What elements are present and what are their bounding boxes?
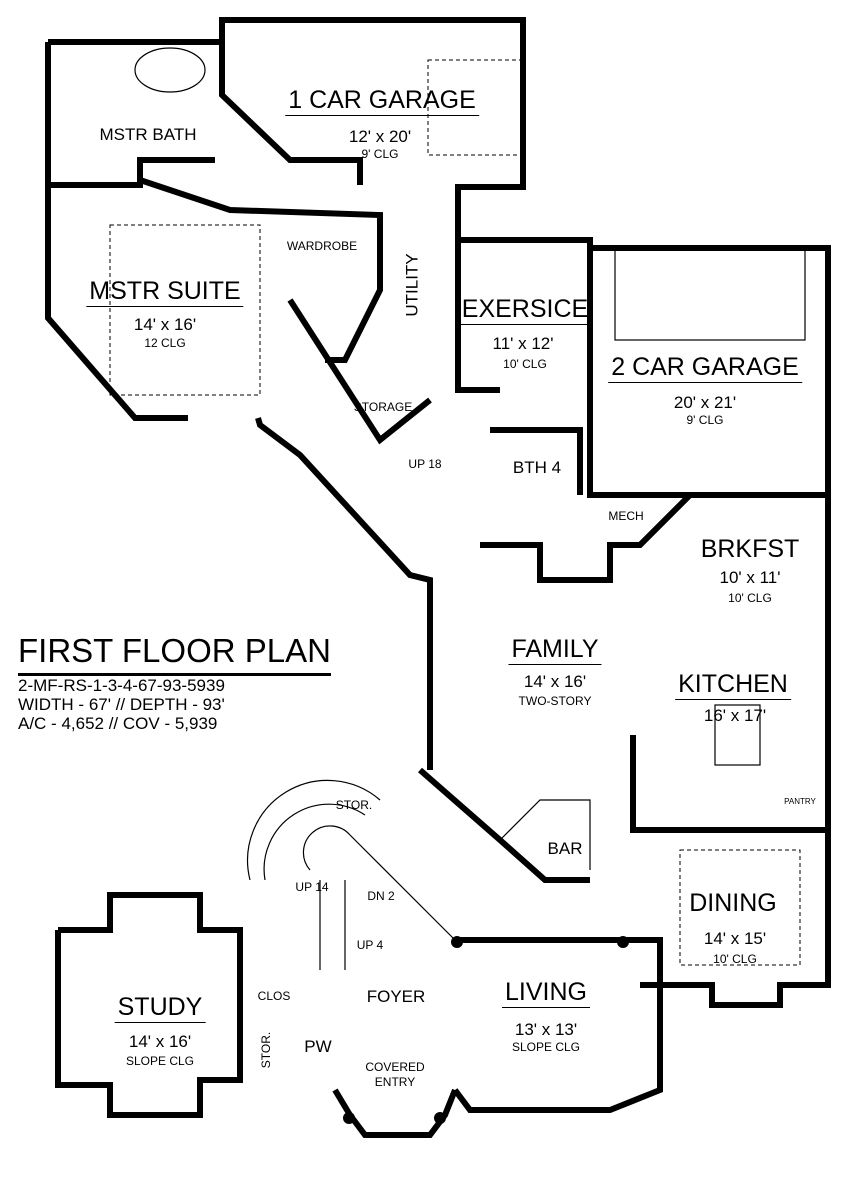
room-name-pw: PW — [304, 1037, 332, 1056]
room-name-living: LIVING — [502, 980, 590, 1008]
room-name-covered-entry: COVERED — [365, 1060, 425, 1074]
room-ceiling-mstr-suite: 12 CLG — [144, 336, 186, 350]
suite-bath-wall — [48, 157, 215, 188]
room-name-pw-storage: STOR. — [259, 1031, 273, 1069]
bathtub — [134, 47, 206, 93]
garage1-wall — [219, 42, 363, 185]
room-size-study: 14' x 16' — [128, 1032, 192, 1051]
plan-dimensions: WIDTH - 67' // DEPTH - 93' — [18, 695, 225, 714]
exterior-wall-east — [640, 820, 831, 1008]
room-size-brkfst: 10' x 11' — [719, 568, 781, 587]
entry-walls — [332, 1088, 458, 1138]
room-ceiling-living: SLOPE CLG — [511, 1040, 581, 1054]
room-size-family: 14' x 16' — [523, 672, 587, 691]
dining-ceiling — [679, 849, 801, 966]
room-name-clos: CLOS — [257, 989, 291, 1003]
column — [434, 1112, 446, 1124]
room-name-dining: DINING — [689, 889, 777, 917]
room-name-covered-entry-line2: ENTRY — [374, 1075, 416, 1089]
room-size-garage1: 12' x 20' — [348, 127, 412, 146]
room-size-dining: 14' x 15' — [703, 929, 767, 948]
stair-wall — [480, 492, 693, 583]
room-name-kitchen: KITCHEN — [675, 672, 791, 700]
room-name-family: FAMILY — [508, 637, 602, 665]
bath4-wall — [490, 427, 583, 495]
garage2-door-opening — [614, 249, 806, 341]
room-ceiling-study: SLOPE CLG — [125, 1054, 195, 1068]
room-name-utility: UTILITY — [402, 253, 422, 317]
room-name-mstr-bath: MSTR BATH — [99, 125, 197, 144]
room-ceiling-dining: 10' CLG — [713, 952, 757, 966]
storage-wall — [287, 298, 432, 445]
wardrobe-wall — [139, 177, 383, 363]
room-name-mstr-suite: MSTR SUITE — [86, 279, 244, 307]
stair-up-4: UP 4 — [356, 938, 384, 952]
room-size-mstr-suite: 14' x 16' — [133, 315, 197, 334]
exterior-wall-center — [255, 417, 433, 770]
exercise-wall — [455, 240, 500, 393]
room-ceiling-garage1: 9' CLG — [361, 147, 399, 161]
stair-up-18: UP 18 — [408, 457, 442, 471]
room-size-kitchen: 16' x 17' — [703, 706, 767, 725]
stair-dn-2: DN 2 — [367, 889, 395, 903]
room-name-garage1: 1 CAR GARAGE — [285, 88, 479, 116]
room-name-brkfst: BRKFST — [700, 535, 800, 563]
column — [617, 936, 629, 948]
room-name-study: STUDY — [114, 995, 206, 1023]
column — [451, 936, 463, 948]
garage1-car-outline — [427, 59, 524, 156]
spiral-stair — [246, 779, 381, 881]
room-name-wardrobe: WARDROBE — [286, 239, 358, 253]
exterior-wall-north — [48, 17, 831, 820]
room-name-exercise: EXERSICE — [458, 297, 592, 325]
room-size-exercise: 11' x 12' — [492, 334, 554, 353]
exterior-wall-west — [45, 42, 188, 421]
garage2-wall — [587, 248, 828, 498]
room-ceiling-exercise: 10' CLG — [503, 357, 547, 371]
room-name-storage: STORAGE — [353, 400, 413, 414]
plan-number: 2-MF-RS-1-3-4-67-93-5939 — [18, 676, 225, 695]
room-name-garage2: 2 CAR GARAGE — [608, 355, 802, 383]
room-name-stair-storage: STOR. — [335, 798, 373, 812]
plan-area: A/C - 4,652 // COV - 5,939 — [18, 714, 218, 733]
room-name-foyer: FOYER — [366, 987, 426, 1006]
room-size-garage2: 20' x 21' — [673, 393, 737, 412]
room-name-mech: MECH — [608, 509, 644, 523]
room-name-bar: BAR — [547, 839, 583, 858]
mstr-suite-ceiling — [109, 224, 261, 396]
kitchen-island — [714, 704, 761, 766]
column — [343, 1112, 355, 1124]
bar-counter — [499, 799, 591, 870]
room-name-pantry: PANTRY — [784, 797, 816, 806]
study-walls — [55, 892, 243, 1118]
plan-title: FIRST FLOOR PLAN — [18, 632, 331, 676]
room-ceiling-brkfst: 10' CLG — [728, 591, 772, 605]
stair-up-14: UP 14 — [295, 880, 329, 894]
room-name-bth4: BTH 4 — [512, 458, 562, 477]
room-ceiling-garage2: 9' CLG — [686, 413, 724, 427]
room-size-living: 13' x 13' — [514, 1020, 578, 1039]
gallery-rail — [349, 834, 456, 941]
room-ceiling-family: TWO-STORY — [518, 694, 592, 708]
kitchen-wall — [630, 735, 828, 833]
bar-wall — [418, 767, 590, 883]
title-block: FIRST FLOOR PLAN 2-MF-RS-1-3-4-67-93-593… — [18, 632, 331, 733]
